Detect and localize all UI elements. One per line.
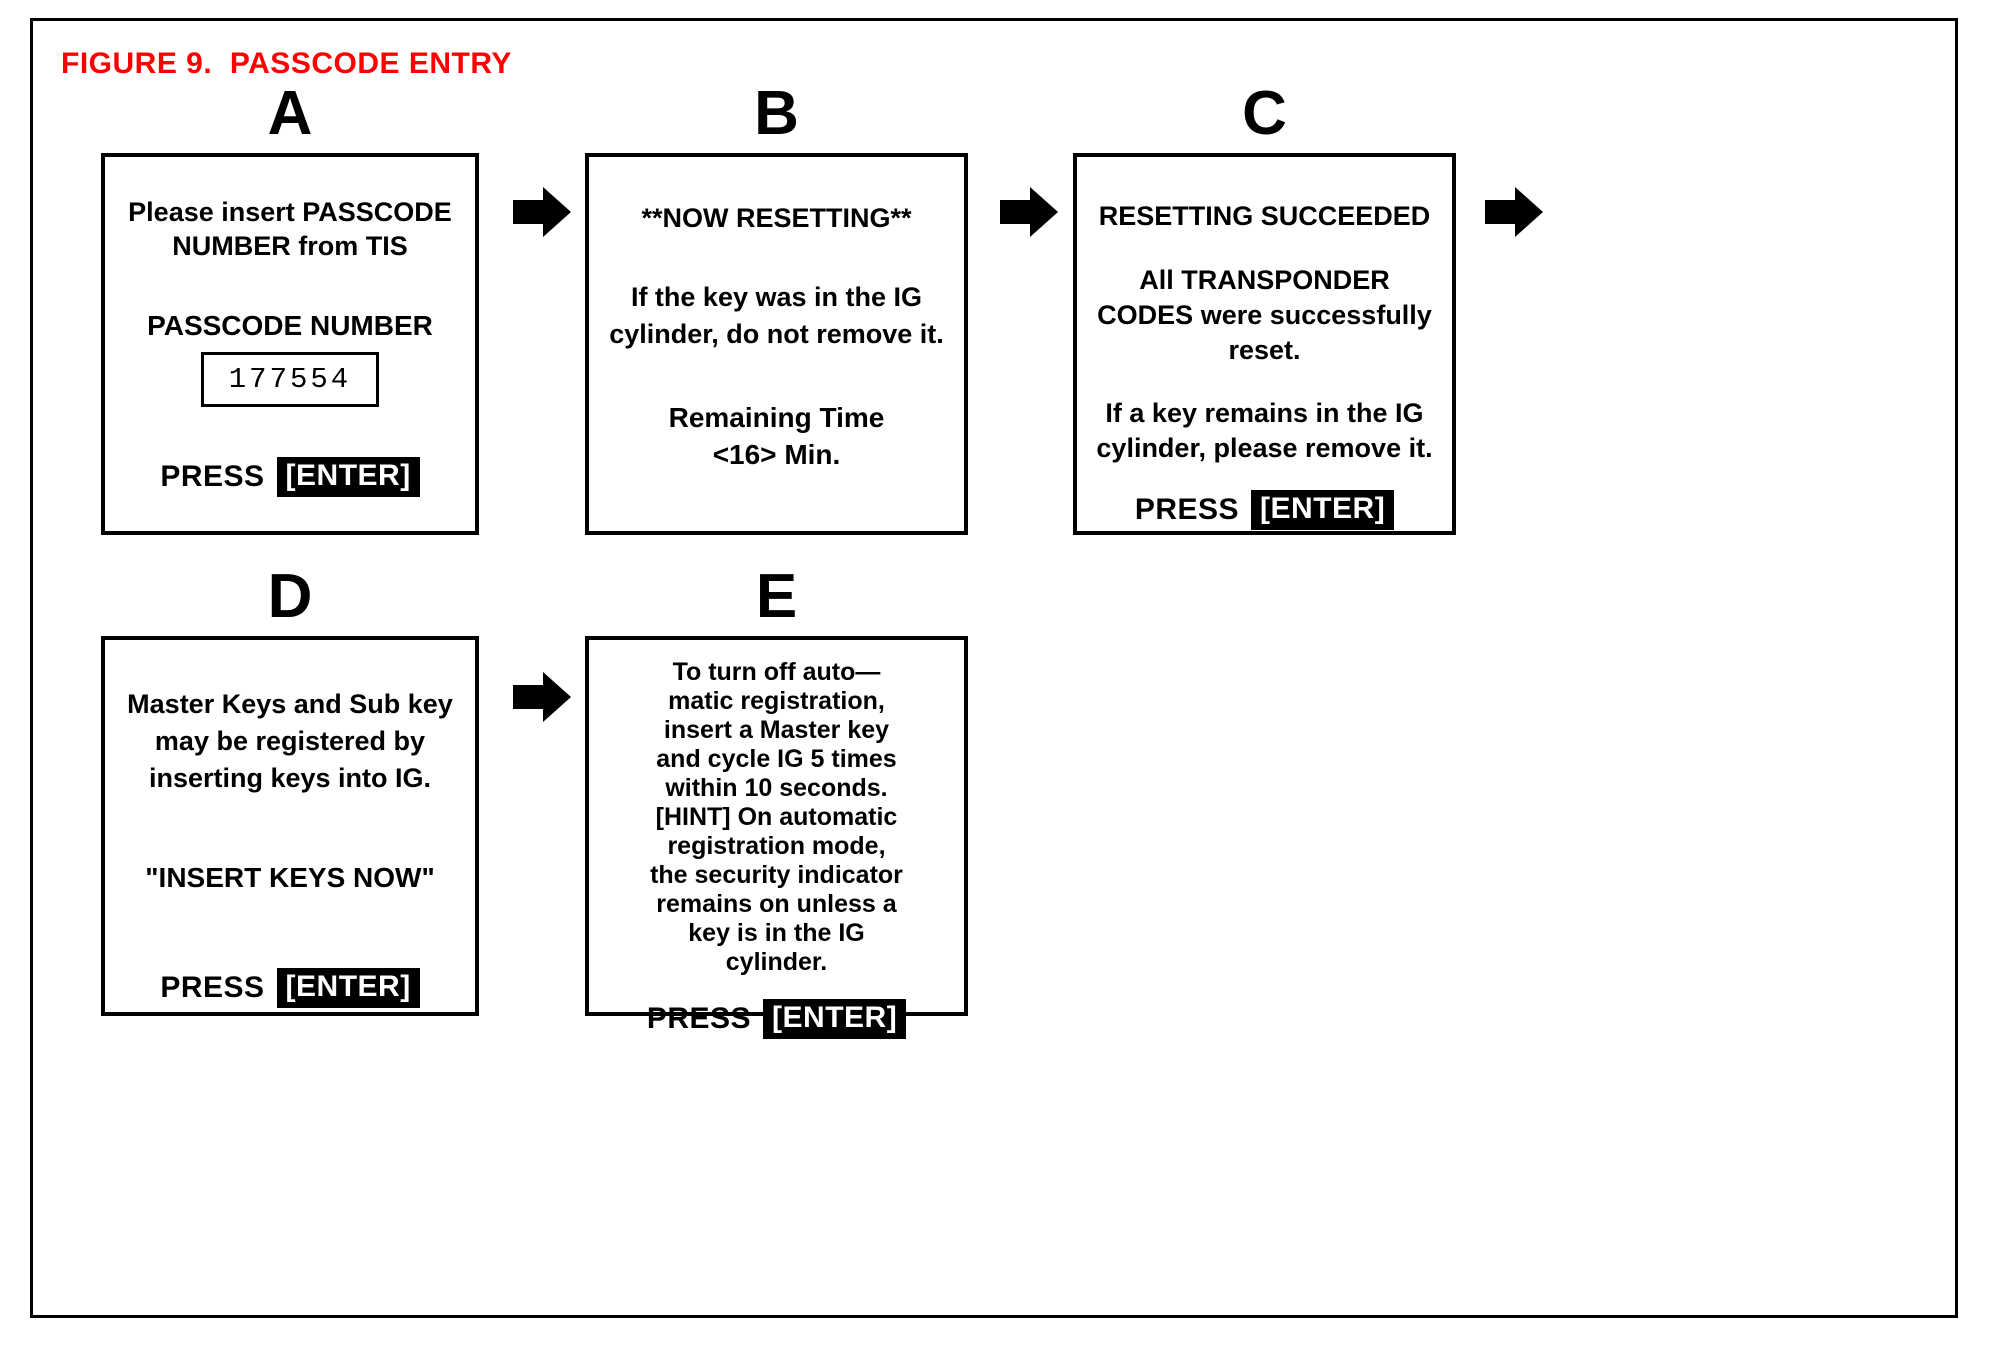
panel-letter-b: B [754,79,799,148]
panel-letter-d: D [267,562,313,631]
press-label: PRESS [646,1001,752,1035]
panel-c-footer: PRESS [ENTER] [1134,490,1395,530]
figure-frame: FIGURE 9. PASSCODE ENTRY A Please insert… [30,18,1958,1318]
screen-panel-a: Please insert PASSCODE NUMBER from TIS P… [101,153,479,535]
screen-panel-b: **NOW RESETTING** If the key was in the … [585,153,968,535]
panel-e-footer: PRESS [ENTER] [646,999,907,1039]
panel-a-field-label: PASSCODE NUMBER [147,310,433,341]
panel-group-a: A Please insert PASSCODE NUMBER from TIS… [101,83,479,535]
panel-group-d: D Master Keys and Sub key may be registe… [101,566,479,1016]
panel-d-footer: PRESS [ENTER] [160,968,420,1008]
panel-letter-e: E [755,562,798,631]
panel-group-c: C RESETTING SUCCEEDED All TRANSPONDER CO… [1073,83,1456,535]
panel-d-body: Master Keys and Sub key may be registere… [127,689,453,793]
arrow-right-icon [1483,181,1545,243]
press-label: PRESS [160,970,265,1004]
press-label: PRESS [160,459,265,493]
panel-a-instruction: Please insert PASSCODE NUMBER from TIS [128,197,452,261]
panel-c-body-secondary: If a key remains in the IG cylinder, ple… [1096,398,1433,463]
panel-b-body: If the key was in the IG cylinder, do no… [609,282,944,349]
panel-a-footer: PRESS [ENTER] [160,457,420,497]
passcode-number-input[interactable]: 177554 [201,352,379,407]
enter-key-button[interactable]: [ENTER] [276,968,420,1008]
panel-c-body: All TRANSPONDER CODES were successfully … [1097,265,1432,365]
enter-key-button[interactable]: [ENTER] [763,999,907,1039]
panel-letter-c: C [1242,79,1287,148]
panel-b-timer-label: Remaining Time [668,402,885,433]
arrow-right-icon [998,181,1060,243]
panel-letter-a: A [267,79,313,148]
screen-panel-e: To turn off auto— matic registration, in… [585,636,968,1039]
enter-key-button[interactable]: [ENTER] [1251,490,1395,530]
screen-panel-d: Master Keys and Sub key may be registere… [101,636,479,1016]
figure-title: FIGURE 9. PASSCODE ENTRY [61,47,512,80]
enter-key-button[interactable]: [ENTER] [276,457,420,497]
screen-panel-c: RESETTING SUCCEEDED All TRANSPONDER CODE… [1073,153,1456,535]
arrow-right-icon [511,666,573,728]
panel-e-body: To turn off auto— matic registration, in… [650,658,903,976]
press-label: PRESS [1134,492,1240,526]
panel-c-heading: RESETTING SUCCEEDED [1098,201,1431,231]
panel-b-heading: **NOW RESETTING** [641,203,912,233]
panel-b-timer-value: <16> Min. [712,439,841,470]
panel-d-prompt: "INSERT KEYS NOW" [145,862,435,893]
panel-group-b: B **NOW RESETTING** If the key was in th… [585,83,968,535]
arrow-right-icon [511,181,573,243]
panel-group-e: E To turn off auto— matic registration, … [585,562,968,1039]
